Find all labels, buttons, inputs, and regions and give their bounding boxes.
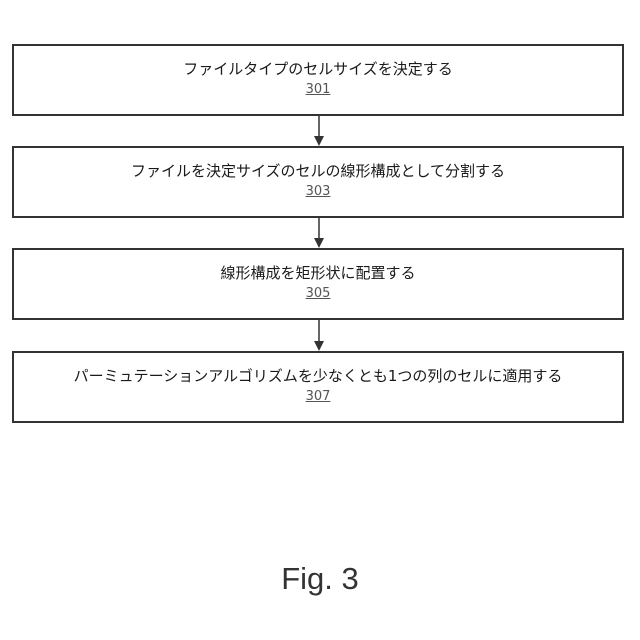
step-reference-number: 301 xyxy=(14,82,622,98)
step-reference-number: 307 xyxy=(14,389,622,405)
step-reference-label: 305 xyxy=(306,286,331,301)
step-reference-label: 303 xyxy=(306,184,331,199)
step-text: ファイルタイプのセルサイズを決定する xyxy=(14,60,622,78)
step-text: ファイルを決定サイズのセルの線形構成として分割する xyxy=(14,162,622,180)
step-reference-number: 305 xyxy=(14,286,622,302)
arrow-head-3 xyxy=(314,341,324,351)
step-box-307: パーミュテーションアルゴリズムを少なくとも1つの列のセルに適用する 307 xyxy=(12,351,624,423)
step-reference-label: 301 xyxy=(306,82,331,97)
step-reference-label: 307 xyxy=(306,389,331,404)
step-box-301: ファイルタイプのセルサイズを決定する 301 xyxy=(12,44,624,116)
arrow-head-1 xyxy=(314,136,324,146)
step-box-305: 線形構成を矩形状に配置する 305 xyxy=(12,248,624,320)
arrow-head-2 xyxy=(314,238,324,248)
step-text: パーミュテーションアルゴリズムを少なくとも1つの列のセルに適用する xyxy=(14,367,622,385)
step-box-303: ファイルを決定サイズのセルの線形構成として分割する 303 xyxy=(12,146,624,218)
figure-caption: Fig. 3 xyxy=(0,560,640,598)
step-text: 線形構成を矩形状に配置する xyxy=(14,264,622,282)
step-reference-number: 303 xyxy=(14,184,622,200)
